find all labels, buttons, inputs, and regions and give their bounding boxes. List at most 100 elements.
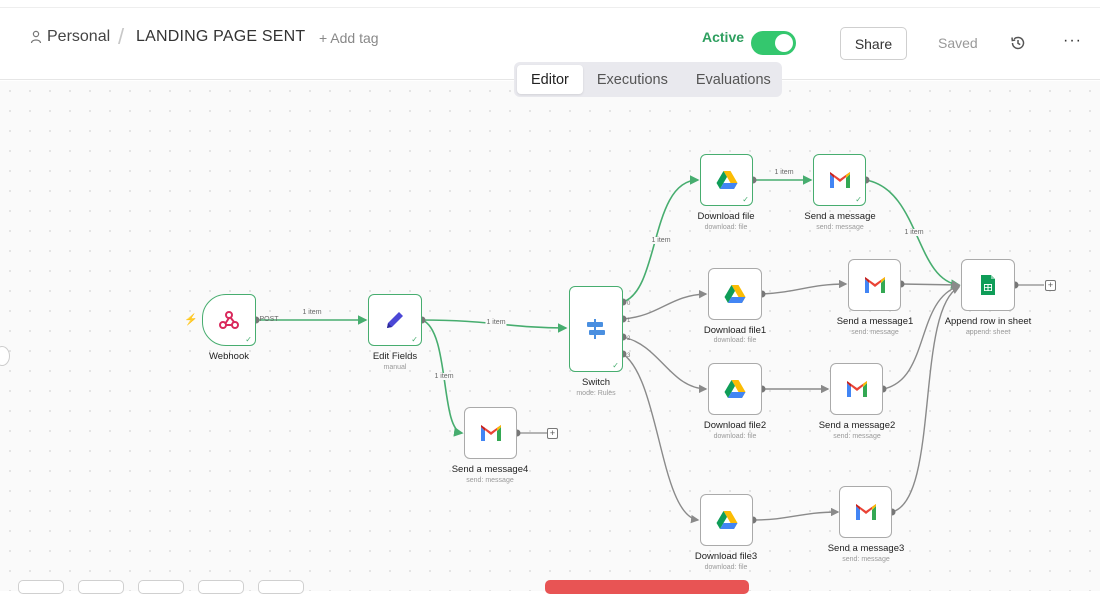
wire-label-send-append: 1 item: [903, 229, 925, 236]
success-check-icon: ✓: [855, 195, 862, 204]
tab-editor[interactable]: Editor: [517, 65, 583, 94]
node-download-file2-sub: download: file: [713, 433, 757, 440]
node-send-message-sub: send: message: [816, 224, 864, 231]
node-switch-sub: mode: Rules: [576, 390, 616, 397]
node-send-message1[interactable]: [848, 259, 901, 311]
gmail-icon: [855, 504, 876, 520]
node-download-file2[interactable]: [708, 363, 762, 415]
gmail-icon: [846, 381, 867, 397]
share-button[interactable]: Share: [840, 27, 907, 60]
node-send-message[interactable]: ✓: [813, 154, 866, 206]
success-check-icon: ✓: [411, 335, 418, 344]
breadcrumb-project[interactable]: Personal: [30, 28, 110, 46]
node-download-file1[interactable]: [708, 268, 762, 320]
wire-send1-append: [900, 280, 961, 290]
zoom-in-button[interactable]: [78, 580, 124, 594]
wire-download3-send3: [752, 507, 840, 521]
tab-evaluations[interactable]: Evaluations: [695, 71, 771, 88]
success-check-icon: ✓: [742, 195, 749, 204]
wire-switch-download2: [622, 336, 708, 393]
node-webhook[interactable]: ✓: [202, 294, 256, 346]
webhook-port-label: POST: [259, 316, 279, 323]
window-top-strip: [0, 0, 1100, 8]
google-drive-icon: [724, 285, 746, 303]
node-download-file3[interactable]: [700, 494, 753, 546]
add-node-plus-icon[interactable]: +: [547, 428, 558, 439]
node-send-message3[interactable]: [839, 486, 892, 538]
person-icon: [30, 30, 42, 44]
node-edit-fields[interactable]: ✓: [368, 294, 422, 346]
wire-label-webhook: 1 item: [301, 309, 323, 316]
node-send-message2-sub: send: message: [833, 433, 881, 440]
wire-switch-download3: [622, 353, 700, 524]
workflow-title[interactable]: LANDING PAGE SENT: [136, 28, 306, 45]
node-download-file2-label: Download file2: [703, 420, 767, 431]
node-send-message2-label: Send a message2: [818, 420, 896, 431]
node-download-file1-label: Download file1: [703, 325, 767, 336]
node-edit-fields-label: Edit Fields: [372, 351, 418, 362]
node-append-row-sub: append: sheet: [965, 329, 1011, 336]
success-check-icon: ✓: [612, 361, 619, 370]
active-toggle[interactable]: [751, 31, 796, 55]
add-tag-button[interactable]: + Add tag: [319, 30, 379, 46]
node-download-file-label: Download file: [697, 211, 755, 222]
google-drive-icon: [724, 380, 746, 398]
wire-switch-download: [622, 175, 700, 303]
node-send-message4[interactable]: [464, 407, 517, 459]
wire-switch-download1: [622, 290, 708, 320]
node-send-message-label: Send a message: [804, 211, 876, 222]
wire-label-edit-switch: 1 item: [485, 319, 507, 326]
more-options-icon[interactable]: ···: [1063, 32, 1082, 49]
trigger-bolt-icon: ⚡: [184, 314, 198, 326]
reset-zoom-button[interactable]: [198, 580, 244, 594]
node-send-message3-sub: send: message: [842, 556, 890, 563]
node-send-message3-label: Send a message3: [827, 543, 905, 554]
gmail-icon: [480, 425, 501, 441]
google-drive-icon: [716, 511, 737, 529]
node-webhook-label: Webhook: [209, 351, 249, 362]
svg-text:1: 1: [627, 318, 631, 324]
toggle-knob: [775, 34, 793, 52]
history-icon[interactable]: [1009, 34, 1027, 52]
node-append-row[interactable]: [961, 259, 1015, 311]
breadcrumb-project-label: Personal: [47, 28, 111, 45]
switch-icon: [587, 319, 605, 339]
gmail-icon: [864, 277, 885, 293]
zoom-out-button[interactable]: [138, 580, 184, 594]
pencil-icon: [387, 312, 403, 328]
node-download-file[interactable]: ✓: [700, 154, 753, 206]
wire-label-download-send: 1 item: [773, 169, 795, 176]
google-drive-icon: [716, 171, 737, 189]
workflow-canvas[interactable]: [0, 81, 1100, 591]
zoom-to-fit-button[interactable]: [18, 580, 64, 594]
view-tabs: Editor Executions Evaluations: [514, 62, 782, 97]
tidy-up-button[interactable]: [258, 580, 304, 594]
active-label: Active: [702, 29, 745, 45]
svg-text:2: 2: [627, 336, 631, 342]
tab-executions[interactable]: Executions: [596, 71, 668, 88]
google-sheets-icon: [981, 275, 995, 295]
node-send-message1-label: Send a message1: [836, 316, 914, 327]
node-download-file3-label: Download file3: [694, 551, 758, 562]
node-switch[interactable]: ✓: [569, 286, 623, 372]
wire-send3-append: [891, 286, 961, 513]
node-download-file-sub: download: file: [704, 224, 748, 231]
saved-status: Saved: [938, 35, 978, 51]
node-send-message4-label: Send a message4: [451, 464, 529, 475]
node-send-message4-sub: send: message: [466, 477, 514, 484]
gmail-icon: [829, 172, 850, 188]
node-append-row-label: Append row in sheet: [944, 316, 1032, 327]
node-download-file1-sub: download: file: [713, 337, 757, 344]
svg-text:0: 0: [627, 301, 631, 307]
wire-download1-send1: [761, 279, 848, 295]
breadcrumb-separator: /: [118, 24, 125, 49]
wire-send2-append: [882, 284, 961, 390]
success-check-icon: ✓: [245, 335, 252, 344]
svg-text:3: 3: [627, 353, 631, 359]
wire-label-edit-send4: 1 item: [433, 373, 455, 380]
execute-workflow-button[interactable]: [545, 580, 749, 594]
node-send-message2[interactable]: [830, 363, 883, 415]
node-send-message1-sub: send: message: [851, 329, 899, 336]
node-edit-fields-sub: manual: [383, 364, 407, 371]
add-node-plus-icon[interactable]: +: [1045, 280, 1056, 291]
